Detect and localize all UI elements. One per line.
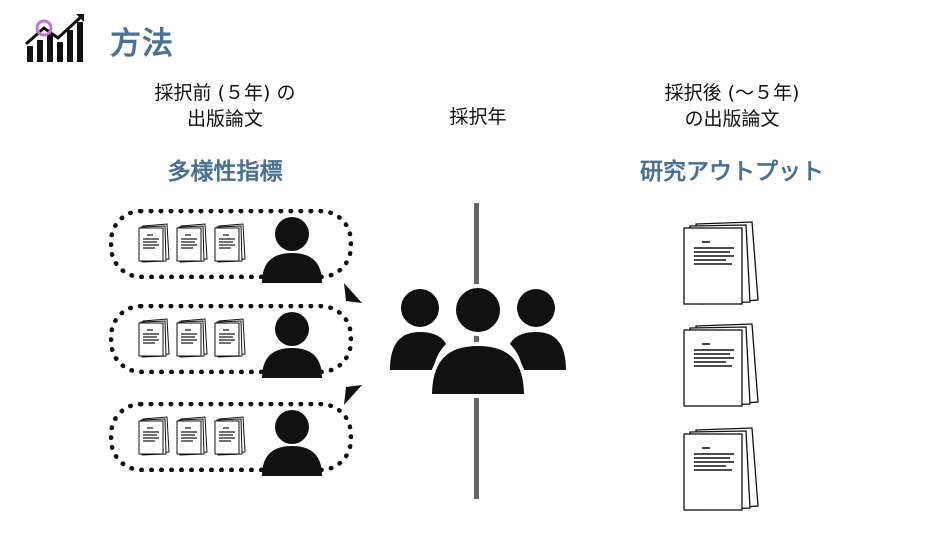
person-icon: [262, 217, 322, 283]
title-icon: [24, 12, 86, 64]
right-label: 採択後 (〜５年) の出版論文: [612, 80, 852, 132]
document-stack-icon: [175, 318, 209, 358]
right-heading: 研究アウトプット: [640, 159, 824, 185]
document-stack-icon: [137, 223, 171, 263]
person-icon: [262, 410, 322, 476]
document-stack-icon: [175, 223, 209, 263]
left-label-line2: 出版論文: [186, 108, 263, 130]
document-stack-icon: [137, 318, 171, 358]
person-icon: [262, 312, 322, 378]
document-stack-icon: [213, 416, 247, 456]
document-stack-icon: [213, 223, 247, 263]
document-stack-icon: [137, 416, 171, 456]
pointer-arrow-bottom: [344, 385, 362, 405]
left-label-line1: 採択前 (５年) の: [154, 82, 296, 104]
right-label-line2: の出版論文: [684, 108, 780, 130]
document-stack-icon: [213, 318, 247, 358]
left-heading: 多様性指標: [167, 159, 283, 185]
output-document-stack-icon: [680, 322, 760, 408]
left-label: 採択前 (５年) の 出版論文: [120, 80, 330, 132]
group-icon: [388, 284, 568, 398]
page-title: 方法: [110, 26, 174, 62]
member-group-box: [109, 402, 353, 472]
right-label-line1: 採択後 (〜５年): [664, 82, 800, 104]
member-group-box: [109, 304, 353, 374]
pointer-arrow-top: [344, 283, 362, 303]
document-stack-icon: [175, 416, 209, 456]
output-document-stack-icon: [680, 220, 760, 306]
output-document-stack-icon: [680, 426, 760, 512]
member-group-box: [109, 209, 353, 279]
center-label: 採択年: [449, 106, 507, 128]
